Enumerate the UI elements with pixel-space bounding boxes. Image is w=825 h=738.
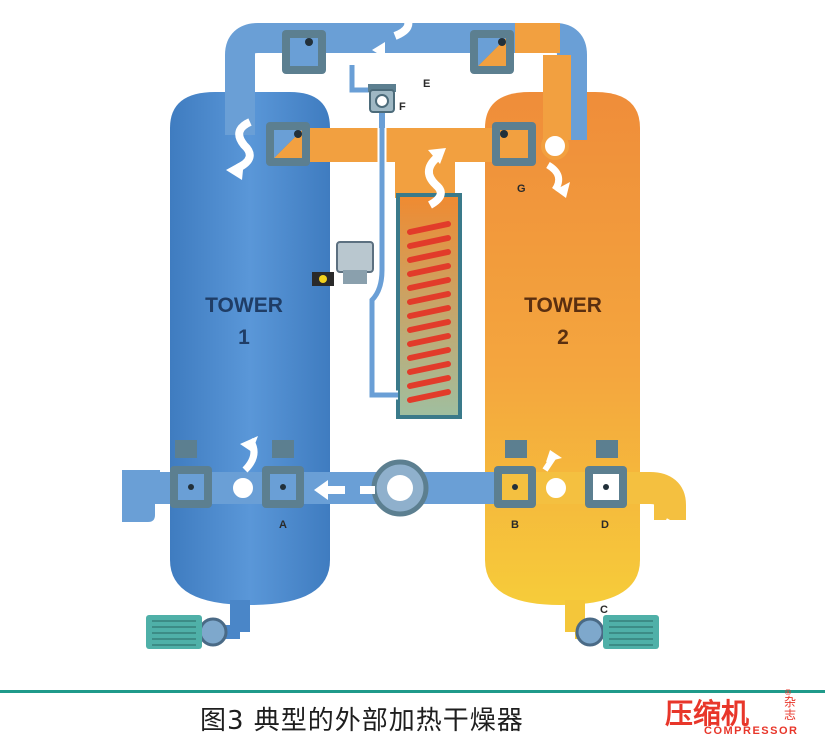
purge-line xyxy=(347,65,398,400)
valve-top-right xyxy=(470,30,514,74)
valve-d xyxy=(585,440,627,508)
logo-registered-mark: ® xyxy=(784,688,792,697)
heater-coil xyxy=(407,221,451,403)
tower-2-label-line1: TOWER xyxy=(524,294,602,317)
solenoid-valve xyxy=(312,241,374,286)
valve-a xyxy=(229,440,304,508)
label-b: B xyxy=(511,519,519,531)
center-fitting xyxy=(371,459,429,517)
valve-b xyxy=(494,440,570,508)
tower-1 xyxy=(170,92,330,632)
top-regeneration-pipe xyxy=(225,23,587,140)
valve-g xyxy=(492,122,569,166)
logo-side-text: 杂志 xyxy=(784,695,797,722)
tower-2-label: TOWER 2 xyxy=(524,294,602,349)
tower-1-label-line2: 1 xyxy=(238,326,250,349)
dryer-diagram: TOWER 1 TOWER 2 E F G A B D C xyxy=(122,0,712,649)
compressor-magazine-logo: 压缩机 ® 杂志 COMPRESSOR xyxy=(660,688,820,738)
valve-mid-left xyxy=(266,122,310,166)
caption-divider xyxy=(0,690,825,693)
label-e: E xyxy=(423,78,430,90)
tower-2-label-line2: 2 xyxy=(557,326,569,349)
label-a: A xyxy=(279,519,287,531)
drain-valve-tower-1 xyxy=(146,615,240,649)
drain-valve-c xyxy=(575,615,659,649)
label-f: F xyxy=(399,101,406,113)
logo-chinese: 压缩机 xyxy=(665,697,750,730)
logo-english: COMPRESSOR xyxy=(704,725,799,737)
valve-bottom-1 xyxy=(170,440,212,508)
tower-1-label: TOWER 1 xyxy=(205,294,283,349)
tower-2 xyxy=(485,92,640,632)
valve-top-left xyxy=(282,30,326,74)
valve-f xyxy=(368,84,396,113)
figure-caption: 图3 典型的外部加热干燥器 xyxy=(200,706,524,736)
flow-arrows xyxy=(226,0,712,545)
label-g: G xyxy=(517,183,526,195)
label-d: D xyxy=(601,519,609,531)
heater xyxy=(396,193,462,419)
label-c: C xyxy=(600,604,608,616)
tower-1-label-line1: TOWER xyxy=(205,294,283,317)
